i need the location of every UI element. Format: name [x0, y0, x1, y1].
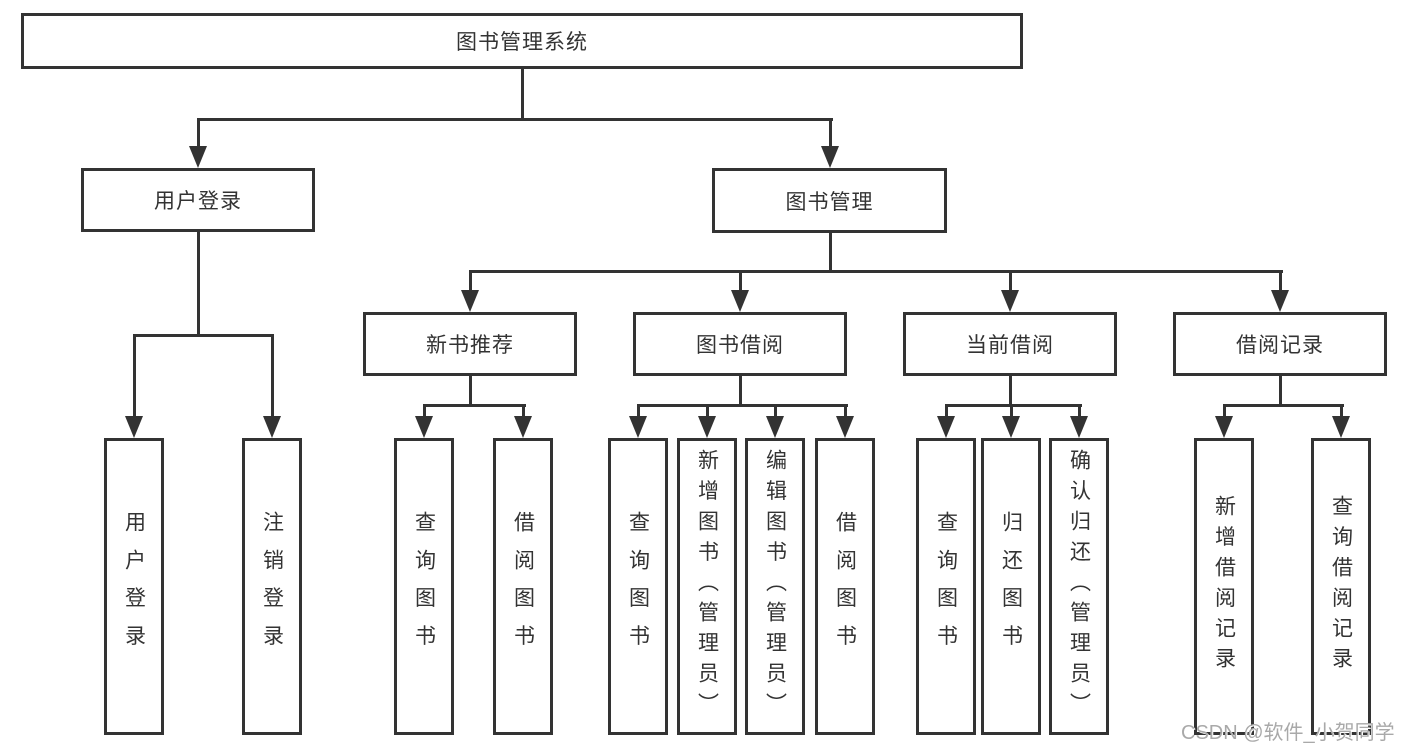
connector-line	[1009, 376, 1012, 406]
node-label: 借阅图书	[833, 510, 857, 663]
node-label: 借阅记录	[1236, 334, 1324, 357]
connector-line	[739, 270, 742, 294]
arrowhead-icon	[1271, 290, 1289, 312]
connector-line	[1010, 404, 1013, 418]
connector-line	[1009, 270, 1012, 294]
node-label: 用户登录	[154, 190, 242, 213]
node-book-borrow: 图书借阅	[633, 312, 847, 376]
arrowhead-icon	[1002, 416, 1020, 438]
node-label: 新增图书（管理员）	[695, 449, 719, 724]
node-leaf-user-login: 用户登录	[104, 438, 164, 735]
node-label: 当前借阅	[966, 334, 1054, 357]
node-label: 确认归还（管理员）	[1067, 449, 1091, 724]
connector-line	[423, 404, 526, 407]
arrowhead-icon	[698, 416, 716, 438]
connector-line	[844, 404, 847, 418]
node-borrow-records: 借阅记录	[1173, 312, 1387, 376]
connector-line	[829, 118, 832, 150]
node-label: 用户登录	[122, 510, 146, 663]
arrowhead-icon	[821, 146, 839, 168]
arrowhead-icon	[415, 416, 433, 438]
node-label: 编辑图书（管理员）	[763, 449, 787, 724]
node-label: 新书推荐	[426, 334, 514, 357]
connector-line	[1223, 404, 1344, 407]
connector-line	[1340, 404, 1343, 418]
connector-line	[271, 334, 274, 418]
connector-line	[469, 270, 472, 294]
arrowhead-icon	[937, 416, 955, 438]
node-label: 查询图书	[934, 510, 958, 663]
connector-line	[1279, 376, 1282, 406]
arrowhead-icon	[1070, 416, 1088, 438]
connector-line	[197, 118, 200, 150]
node-label: 图书管理系统	[456, 31, 588, 54]
connector-line	[197, 118, 833, 121]
connector-line	[945, 404, 1082, 407]
connector-line	[1223, 404, 1226, 418]
connector-line	[133, 334, 136, 418]
arrowhead-icon	[125, 416, 143, 438]
node-leaf-add-borrow-record: 新增借阅记录	[1194, 438, 1254, 735]
node-current-borrow: 当前借阅	[903, 312, 1117, 376]
connector-line	[706, 404, 709, 418]
arrowhead-icon	[189, 146, 207, 168]
connector-line	[469, 270, 1283, 273]
connector-line	[637, 404, 640, 418]
arrowhead-icon	[629, 416, 647, 438]
node-leaf-search-book-recommend: 查询图书	[394, 438, 454, 735]
connector-line	[774, 404, 777, 418]
node-label: 归还图书	[999, 510, 1023, 663]
arrowhead-icon	[461, 290, 479, 312]
node-leaf-search-book-current: 查询图书	[916, 438, 976, 735]
node-label: 查询图书	[626, 510, 650, 663]
node-leaf-search-borrow-record: 查询借阅记录	[1311, 438, 1371, 735]
connector-line	[739, 376, 742, 406]
connector-line	[945, 404, 948, 418]
arrowhead-icon	[514, 416, 532, 438]
arrowhead-icon	[263, 416, 281, 438]
node-leaf-borrow-book: 借阅图书	[815, 438, 875, 735]
node-leaf-search-book-borrow: 查询图书	[608, 438, 668, 735]
node-leaf-add-book-admin: 新增图书（管理员）	[677, 438, 737, 735]
node-leaf-return-book: 归还图书	[981, 438, 1041, 735]
node-leaf-confirm-return-admin: 确认归还（管理员）	[1049, 438, 1109, 735]
node-label: 图书管理	[785, 190, 874, 214]
node-label: 注销登录	[260, 510, 284, 663]
connector-line	[133, 334, 274, 337]
node-label: 图书借阅	[696, 334, 784, 357]
arrowhead-icon	[1215, 416, 1233, 438]
arrowhead-icon	[731, 290, 749, 312]
arrowhead-icon	[836, 416, 854, 438]
arrowhead-icon	[766, 416, 784, 438]
node-book-management: 图书管理	[712, 168, 947, 233]
arrowhead-icon	[1332, 416, 1350, 438]
node-label: 查询借阅记录	[1329, 495, 1353, 678]
connector-line	[423, 404, 426, 418]
node-leaf-logout: 注销登录	[242, 438, 302, 735]
connector-line	[469, 376, 472, 406]
csdn-watermark: CSDN @软件_小贺同学	[1181, 722, 1395, 744]
arrowhead-icon	[1001, 290, 1019, 312]
connector-line	[197, 232, 200, 336]
node-label: 查询图书	[412, 510, 436, 663]
node-library-system: 图书管理系统	[21, 13, 1023, 69]
connector-line	[637, 404, 848, 407]
connector-line	[522, 404, 525, 418]
node-leaf-edit-book-admin: 编辑图书（管理员）	[745, 438, 805, 735]
connector-line	[521, 68, 524, 120]
node-new-book-recommend: 新书推荐	[363, 312, 577, 376]
connector-line	[829, 233, 832, 273]
connector-line	[1078, 404, 1081, 418]
connector-line	[1279, 270, 1282, 294]
node-leaf-borrow-book-recommend: 借阅图书	[493, 438, 553, 735]
node-label: 借阅图书	[511, 510, 535, 663]
node-user-login: 用户登录	[81, 168, 315, 232]
node-label: 新增借阅记录	[1212, 495, 1236, 678]
